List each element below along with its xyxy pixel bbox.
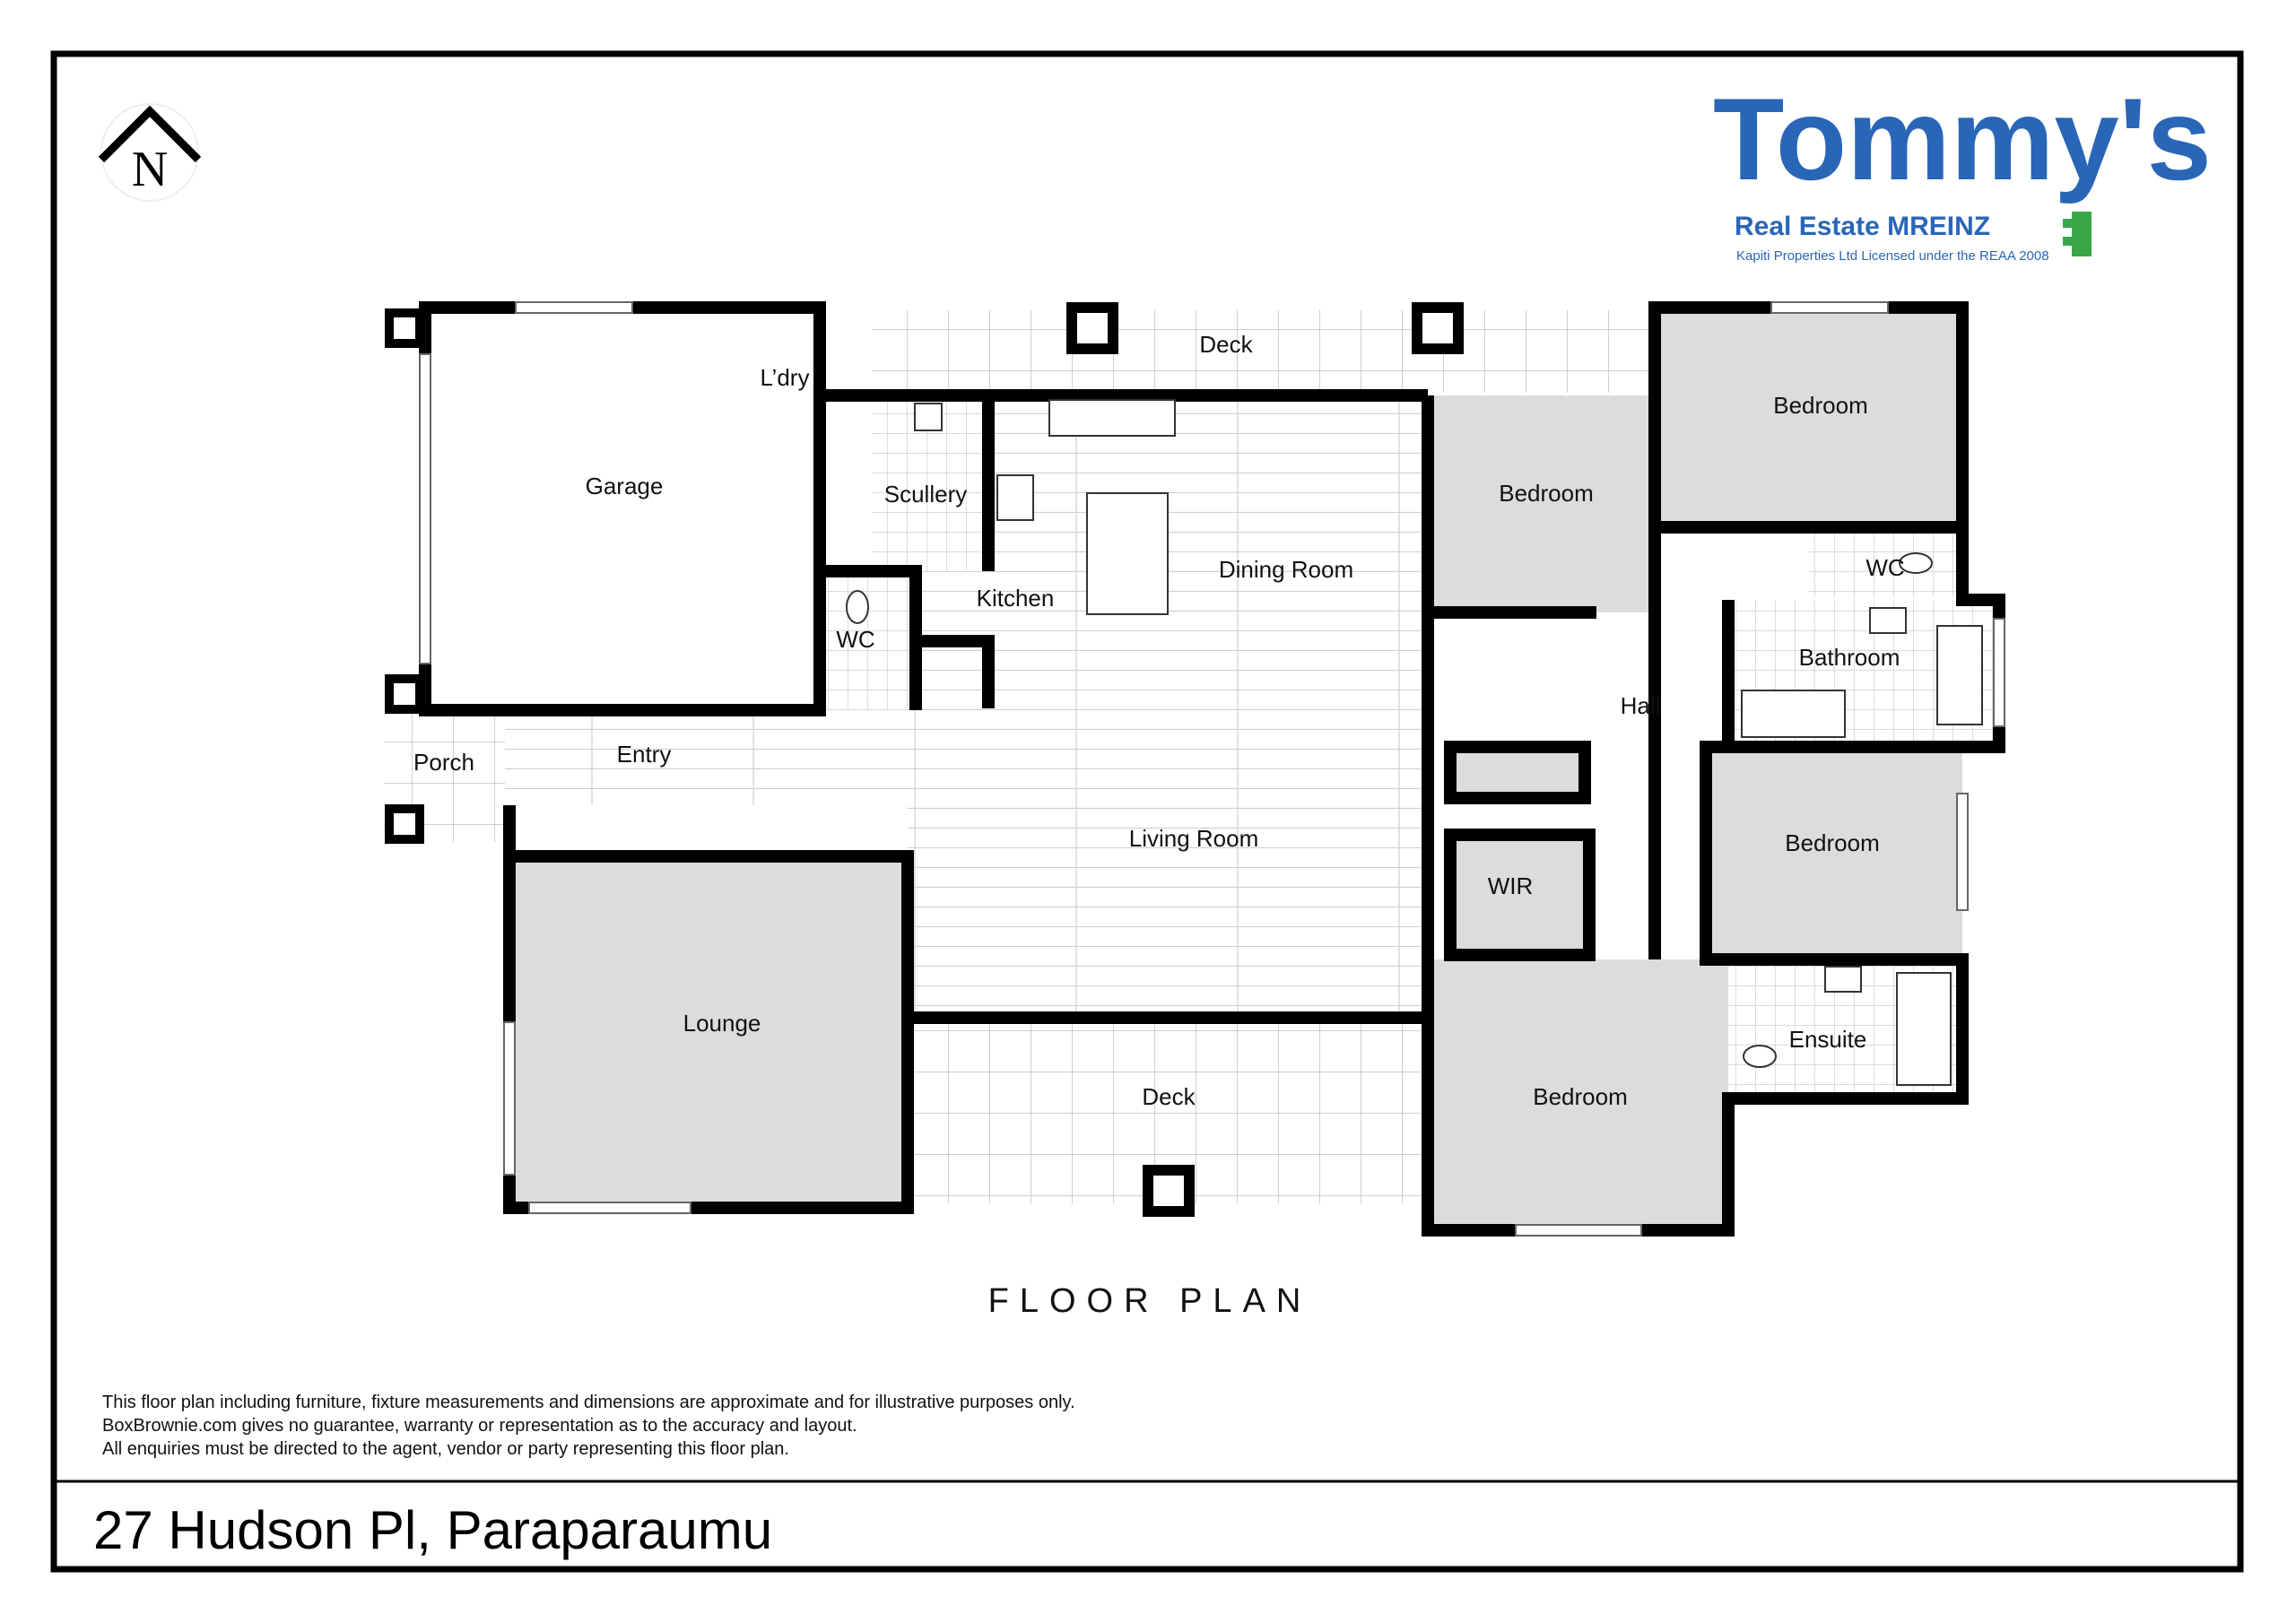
property-address: 27 Hudson Pl, Paraparaumu bbox=[93, 1500, 772, 1560]
room-label-hall: Hall bbox=[1621, 692, 1661, 719]
north-compass-icon: N bbox=[98, 103, 202, 202]
sink bbox=[1869, 607, 1907, 634]
room-label-entry: Entry bbox=[617, 741, 672, 768]
kitchen-bench bbox=[1048, 399, 1176, 437]
room-label-bedroom-top-right: Bedroom bbox=[1773, 392, 1868, 419]
logo-subtitle: Real Estate MREINZ bbox=[1735, 212, 1990, 241]
disclaimer-line: This floor plan including furniture, fix… bbox=[102, 1393, 1075, 1412]
room-label-living: Living Room bbox=[1129, 825, 1259, 852]
kitchen-island bbox=[1086, 492, 1169, 615]
room-label-deck-bottom: Deck bbox=[1142, 1083, 1196, 1110]
deck-post bbox=[1143, 1165, 1195, 1217]
deck-post bbox=[1412, 302, 1464, 354]
bedroom-bottom-area bbox=[1428, 959, 1728, 1230]
bedroom-top-right-area bbox=[1655, 308, 1962, 527]
logo-key-icon bbox=[2072, 212, 2092, 256]
cooktop bbox=[996, 474, 1034, 521]
entry-area bbox=[505, 713, 908, 805]
wardrobe-area bbox=[1450, 747, 1585, 798]
wir-area bbox=[1450, 835, 1589, 955]
ensuite-bath bbox=[1896, 972, 1952, 1086]
room-label-dining: Dining Room bbox=[1219, 556, 1353, 583]
wc-left-area bbox=[824, 571, 916, 710]
tommys-logo: Tommy's Real Estate MREINZ Kapiti Proper… bbox=[1713, 74, 2212, 264]
floor-plan: Garage L’dry Deck Scullery Kitchen Dinin… bbox=[384, 301, 2005, 1237]
room-label-bedroom-top-left: Bedroom bbox=[1499, 480, 1594, 507]
garage-area bbox=[425, 308, 820, 710]
room-label-ensuite: Ensuite bbox=[1789, 1026, 1867, 1053]
room-label-lounge: Lounge bbox=[683, 1010, 761, 1037]
room-label-bathroom: Bathroom bbox=[1799, 644, 1900, 671]
disclaimer-line: All enquiries must be directed to the ag… bbox=[102, 1439, 789, 1459]
bedroom-mid-area bbox=[1706, 747, 1962, 959]
room-label-wc-left: WC bbox=[836, 626, 874, 653]
plan-title: FLOOR PLAN bbox=[988, 1282, 1312, 1320]
room-label-wir: WIR bbox=[1488, 872, 1534, 899]
compass-letter: N bbox=[132, 142, 168, 197]
room-label-scullery: Scullery bbox=[884, 481, 967, 508]
deck-post bbox=[1066, 302, 1118, 354]
room-label-garage: Garage bbox=[586, 473, 664, 499]
disclaimer-line: BoxBrownie.com gives no guarantee, warra… bbox=[102, 1416, 857, 1436]
logo-license: Kapiti Properties Ltd Licensed under the… bbox=[1736, 248, 2049, 264]
deck-top-area bbox=[872, 310, 1654, 393]
logo-brand: Tommy's bbox=[1713, 74, 2212, 204]
room-label-porch: Porch bbox=[413, 749, 474, 776]
toilet bbox=[846, 590, 869, 624]
room-label-bedroom-bottom: Bedroom bbox=[1533, 1083, 1628, 1110]
wc-right-area bbox=[1809, 530, 1962, 597]
toilet bbox=[1743, 1045, 1777, 1068]
sink bbox=[1824, 966, 1862, 993]
lounge-area bbox=[509, 856, 908, 1208]
bedroom-top-left-area bbox=[1428, 395, 1655, 612]
room-label-deck-top: Deck bbox=[1199, 331, 1253, 358]
room-label-laundry: L’dry bbox=[761, 364, 810, 391]
bath bbox=[1741, 690, 1846, 738]
room-label-kitchen: Kitchen bbox=[977, 585, 1055, 612]
sink bbox=[914, 403, 943, 431]
room-label-wc-right: WC bbox=[1866, 554, 1904, 581]
bath-tub bbox=[1936, 625, 1983, 725]
toilet bbox=[1899, 552, 1933, 574]
room-label-bedroom-mid: Bedroom bbox=[1785, 829, 1880, 856]
